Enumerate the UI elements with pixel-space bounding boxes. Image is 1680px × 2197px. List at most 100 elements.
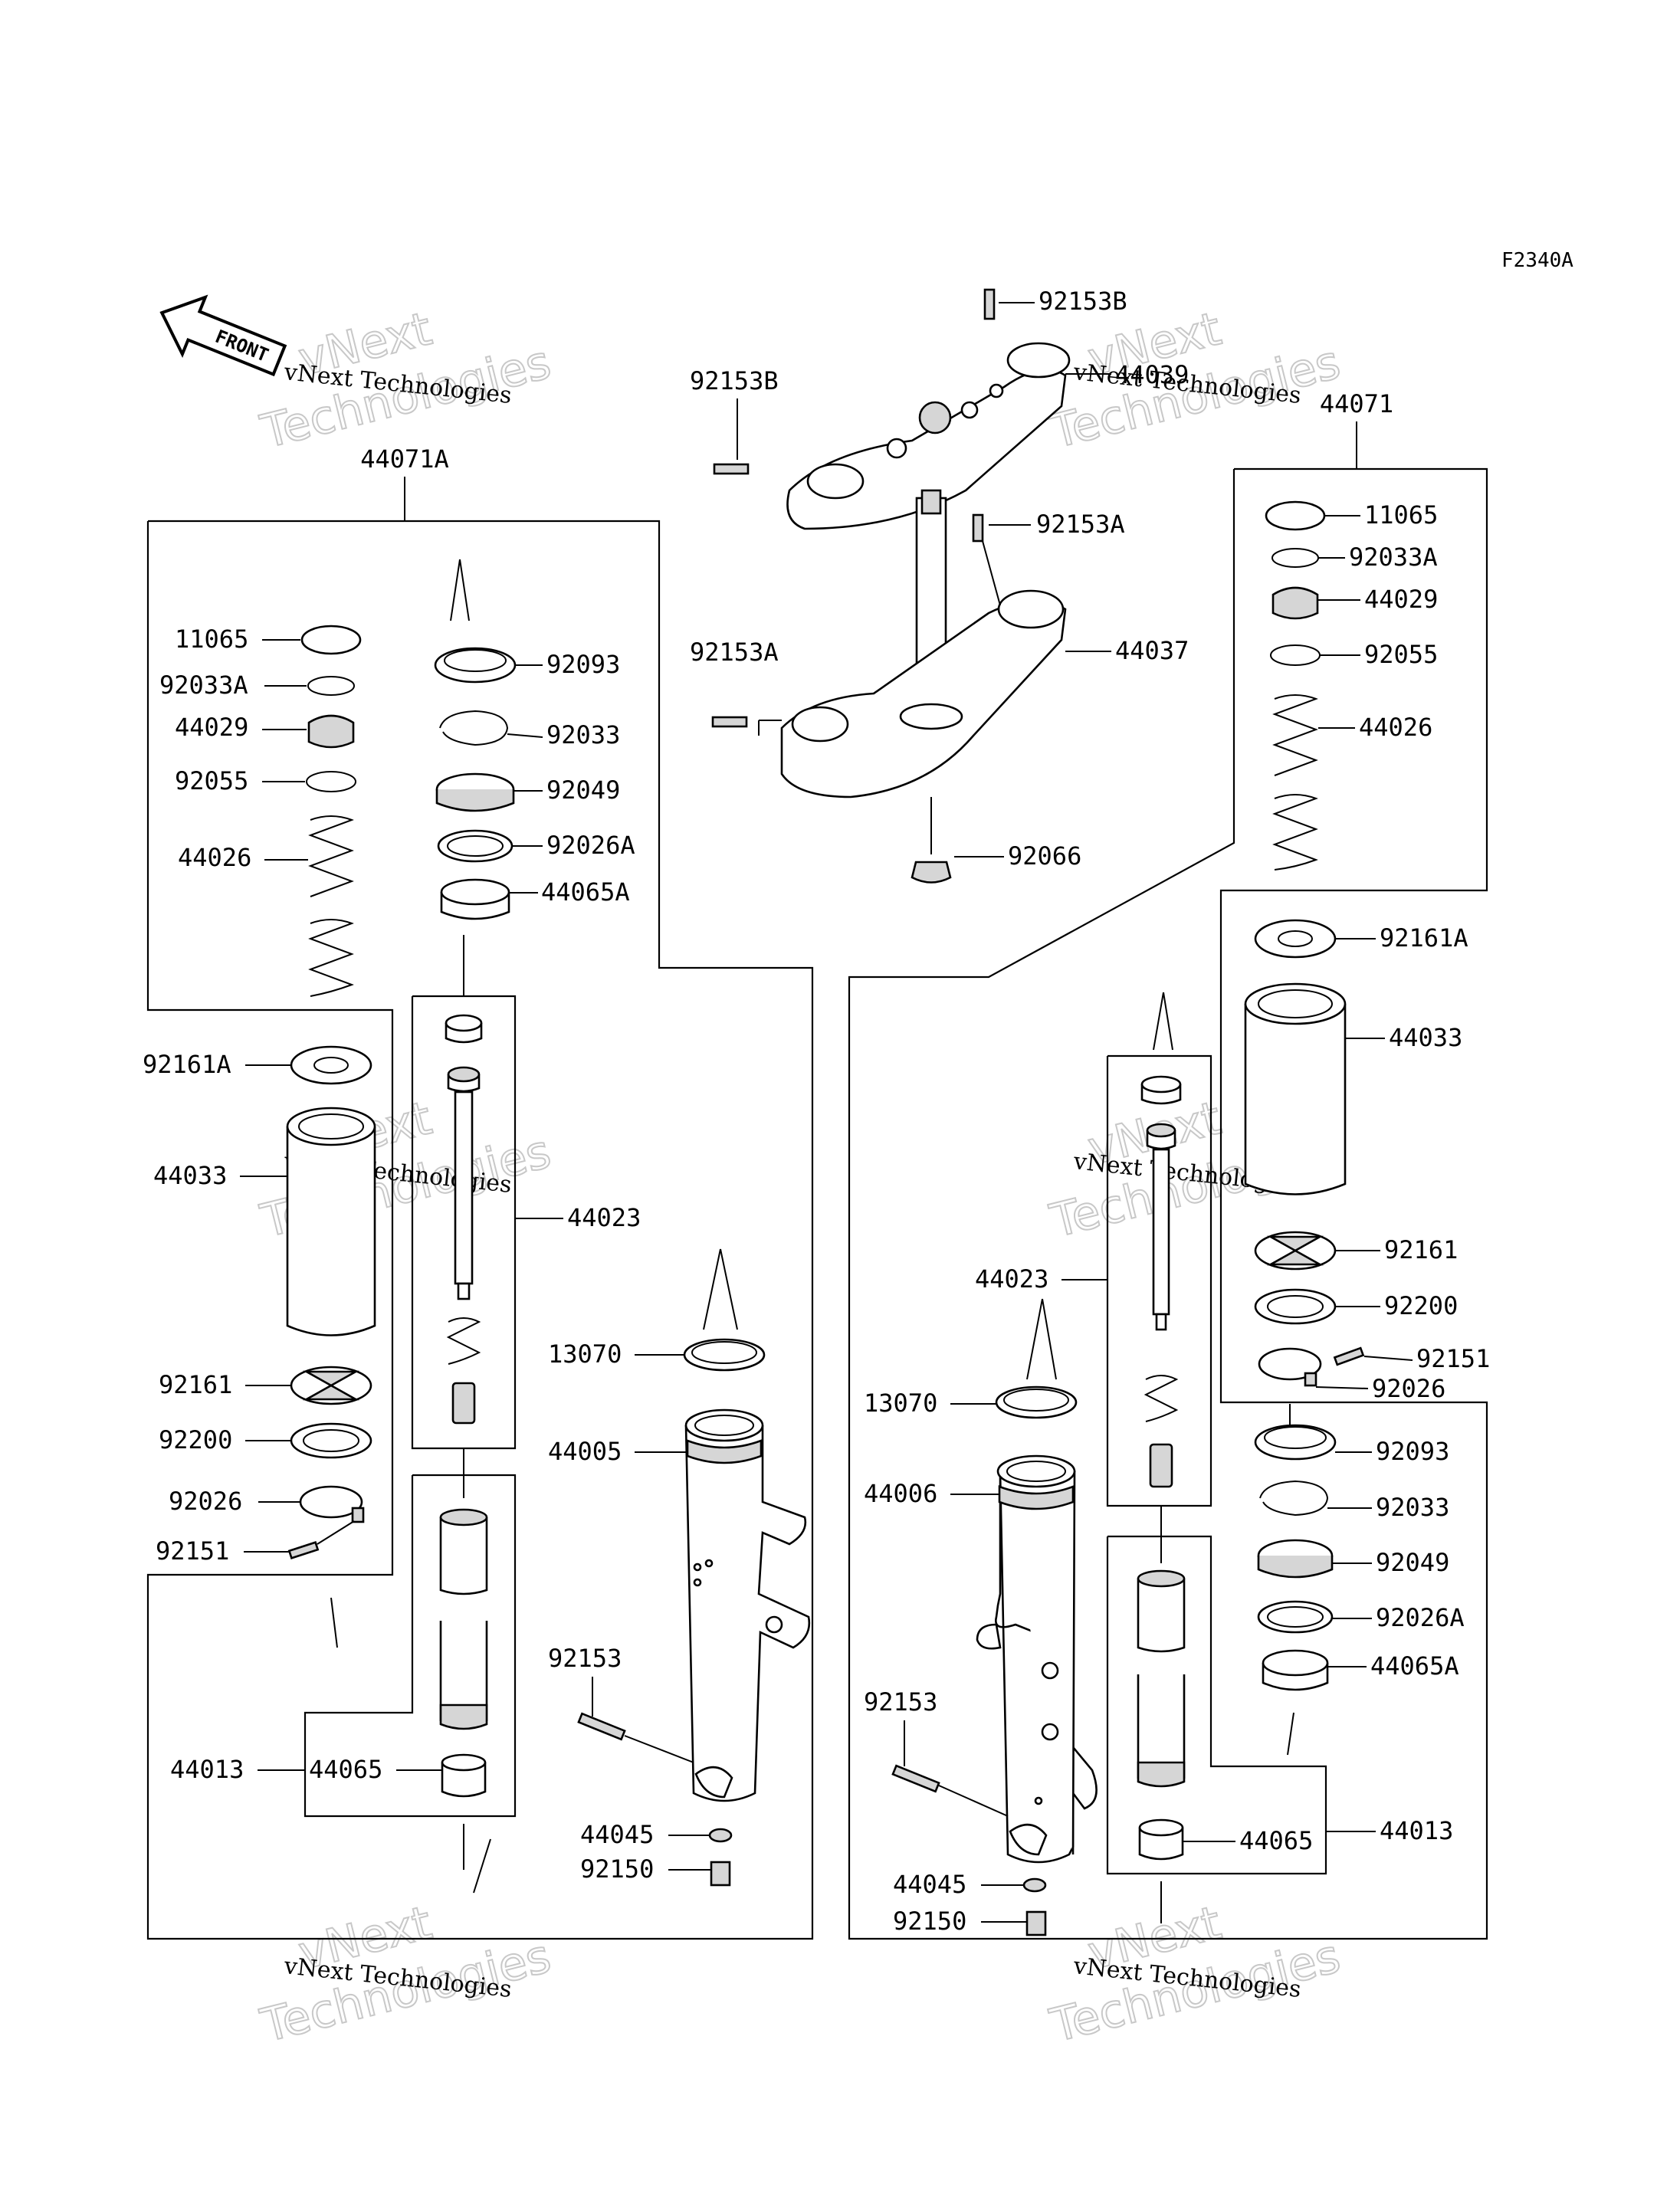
right-part-label-92026a: 92026A — [1376, 1603, 1465, 1632]
left-part-label-11065: 11065 — [175, 625, 248, 654]
left-part-label-92033: 92033 — [546, 720, 620, 749]
left-part-label-13070: 13070 — [548, 1340, 622, 1369]
right-part-label-92150: 92150 — [893, 1907, 966, 1936]
left-part-label-44065: 44065 — [309, 1755, 382, 1784]
right-seal-clip-icon — [1259, 1480, 1329, 1517]
right-cylinder-icon — [1140, 1075, 1182, 1488]
left-part-label-92026a: 92026A — [546, 831, 635, 860]
right-part-label-44065a: 44065A — [1370, 1651, 1459, 1681]
left-drain-bolt-icon — [710, 1861, 731, 1887]
figure-code: F2340A — [1501, 249, 1573, 272]
right-assembly-label: 44071 — [1320, 389, 1393, 418]
right-assembly-frame: 44071 — [848, 389, 1488, 1940]
left-part-label-92200: 92200 — [159, 1425, 232, 1454]
left-assembly-frame: 44071A — [146, 444, 814, 1940]
right-o-ring-icon — [1271, 548, 1319, 568]
right-washer-icon — [1254, 919, 1337, 959]
right-part-label-92200: 92200 — [1384, 1291, 1458, 1320]
stem-bolt-icon — [972, 513, 984, 543]
right-part-label-11065: 11065 — [1364, 500, 1438, 530]
right-dust-seal-icon — [995, 1385, 1078, 1419]
left-part-label-44033: 44033 — [153, 1161, 227, 1190]
left-dust-seal-icon — [683, 1338, 766, 1372]
right-part-label-44023: 44023 — [975, 1264, 1048, 1294]
part-label-92153b: 92153B — [1039, 287, 1127, 316]
right-bushing-a-icon — [1262, 1649, 1329, 1691]
right-drain-bolt-icon — [1025, 1910, 1047, 1936]
right-part-label-92161: 92161 — [1384, 1235, 1458, 1264]
front-arrow-icon: FRONT — [159, 294, 287, 377]
left-o-ring-icon — [307, 676, 355, 696]
left-part-label-92026: 92026 — [169, 1487, 242, 1516]
left-part-label-44026: 44026 — [178, 843, 251, 872]
part-label-44037: 44037 — [1115, 636, 1189, 665]
part-label-92066: 92066 — [1008, 841, 1081, 871]
right-part-label-44006: 44006 — [864, 1479, 937, 1508]
right-part-label-92153: 92153 — [864, 1687, 937, 1717]
left-gasket-icon — [708, 1828, 733, 1843]
left-outer-tube-icon — [684, 1408, 811, 1802]
right-part-label-92033: 92033 — [1376, 1493, 1449, 1522]
stem-nut-icon — [911, 861, 952, 884]
left-bushing-a-icon — [440, 878, 510, 920]
right-inner-tube-icon — [1137, 1569, 1186, 1788]
left-spring-icon — [308, 815, 354, 997]
left-part-label-92161: 92161 — [159, 1370, 232, 1399]
part-label-92153a: 92153A — [1036, 510, 1125, 539]
left-part-label-92033a: 92033A — [159, 671, 248, 700]
right-seal-top-icon — [1254, 1424, 1337, 1461]
right-gasket-icon — [1022, 1877, 1047, 1893]
right-part-label-92055: 92055 — [1364, 640, 1438, 669]
right-cap-icon — [1265, 500, 1326, 531]
left-part-label-92150: 92150 — [580, 1854, 654, 1884]
right-part-label-92161a: 92161A — [1380, 923, 1468, 953]
left-part-label-44045: 44045 — [580, 1820, 654, 1849]
left-part-label-92093: 92093 — [546, 650, 620, 679]
right-part-label-92093: 92093 — [1376, 1437, 1449, 1466]
right-spring-icon — [1272, 694, 1318, 871]
right-part-label-44065: 44065 — [1239, 1826, 1313, 1855]
right-bushing-icon — [1138, 1818, 1184, 1861]
right-part-label-44045: 44045 — [893, 1870, 966, 1899]
right-cap-o-ring-icon — [1270, 644, 1321, 666]
right-outer-tube-icon — [976, 1454, 1098, 1864]
left-cap-icon — [300, 625, 362, 655]
left-part-label-92153: 92153 — [548, 1644, 622, 1673]
right-part-label-92033a: 92033A — [1349, 543, 1438, 572]
right-clamp-icon — [1258, 1347, 1322, 1381]
right-part-label-44026: 44026 — [1359, 713, 1432, 742]
left-part-label-44065a: 44065A — [541, 877, 630, 907]
right-part-label-44029: 44029 — [1364, 585, 1438, 614]
left-cylinder-icon — [445, 1014, 483, 1425]
right-part-label-92049: 92049 — [1376, 1548, 1449, 1577]
left-bushing-icon — [441, 1753, 487, 1798]
right-part-label-92151: 92151 — [1416, 1344, 1490, 1373]
right-tube-icon — [1244, 982, 1347, 1195]
part-label-92153b-side: 92153B — [690, 366, 779, 395]
left-cap-o-ring-icon — [306, 771, 356, 792]
right-cap-bolt-icon — [1271, 586, 1319, 620]
left-tube-icon — [286, 1107, 376, 1336]
left-inner-tube-icon — [439, 1508, 488, 1730]
left-part-label-44023: 44023 — [567, 1203, 641, 1232]
right-part-label-44033: 44033 — [1389, 1023, 1462, 1052]
left-part-label-44005: 44005 — [548, 1437, 622, 1466]
right-part-label-44013: 44013 — [1380, 1816, 1453, 1845]
part-label-92153a-side: 92153A — [690, 638, 779, 667]
left-part-label-92151: 92151 — [156, 1536, 229, 1566]
left-part-label-44029: 44029 — [175, 713, 248, 742]
left-clamp-screw-icon — [287, 1541, 320, 1559]
lower-bracket — [711, 489, 1067, 884]
left-assembly-label: 44071A — [360, 444, 449, 474]
left-part-label-92055: 92055 — [175, 766, 248, 795]
top-bolt-icon — [983, 288, 996, 320]
left-allen-bolt-icon — [577, 1712, 626, 1741]
left-cap-bolt-icon — [307, 714, 355, 749]
side-bolt-icon — [711, 716, 748, 728]
right-allen-bolt-icon — [891, 1764, 940, 1793]
left-part-label-92049: 92049 — [546, 776, 620, 805]
side-bolt-icon — [713, 463, 750, 475]
right-part-label-92026: 92026 — [1372, 1374, 1445, 1403]
left-part-label-44013: 44013 — [170, 1755, 244, 1784]
